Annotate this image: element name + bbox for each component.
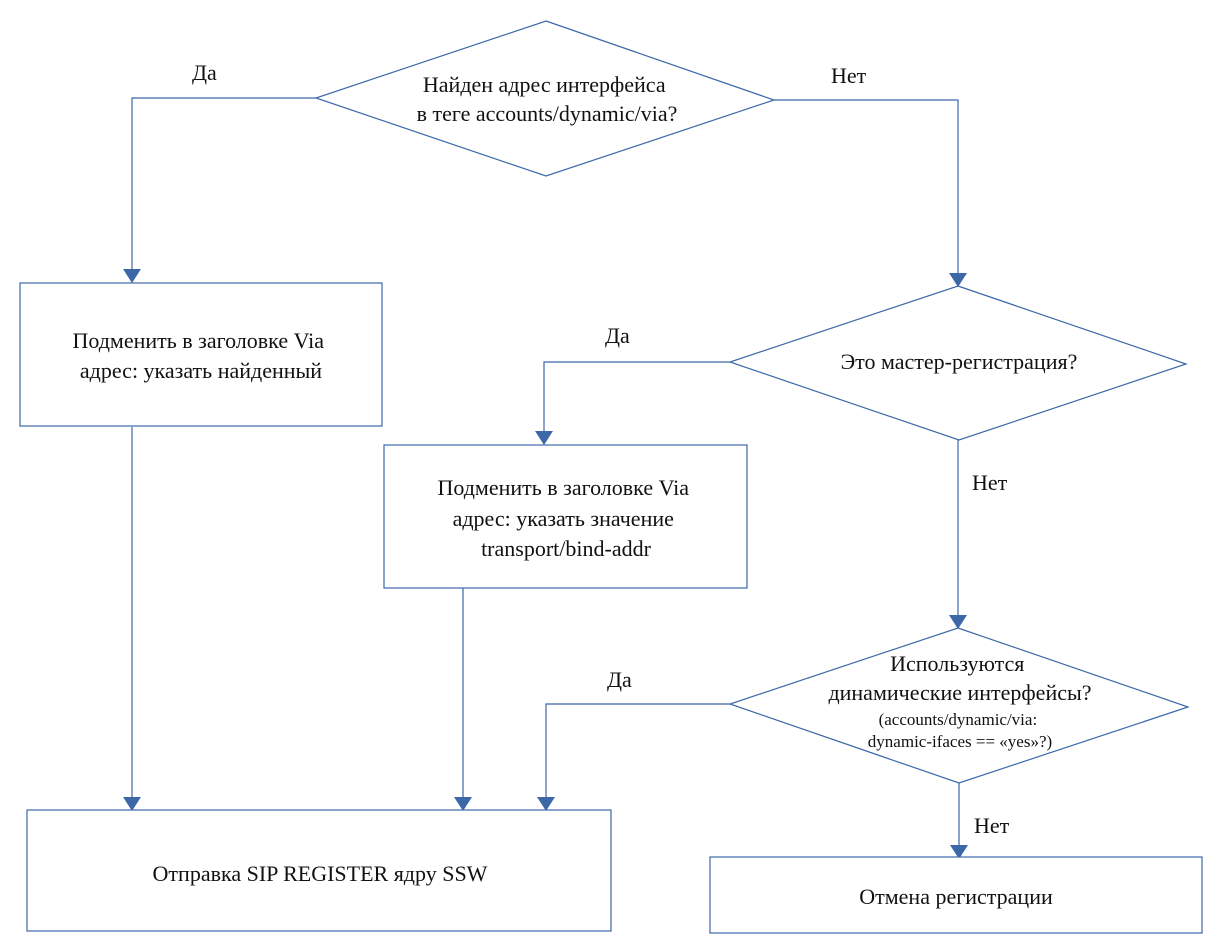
process-p2-line-2: адрес: указать значение	[453, 506, 674, 531]
connector-d2-yes	[543, 361, 730, 434]
arrow-head-icon	[949, 615, 967, 629]
process-p1-line-1: Подменить в заголовке Via	[72, 328, 324, 353]
connector-d1-yes	[131, 97, 316, 272]
process-box	[26, 809, 612, 932]
process-cancel-text: Отмена регистрации	[859, 884, 1053, 909]
decision-d3-subline-2: dynamic-ifaces == «yes»?)	[868, 732, 1052, 751]
decision-d3-subline-1: (accounts/dynamic/via:	[879, 710, 1038, 729]
process-p2-text: Подменить в заголовке Via адрес: указать…	[437, 475, 694, 561]
process-box	[19, 282, 383, 427]
process-p2-line-3: transport/bind-addr	[481, 536, 652, 561]
process-p1-line-2: адрес: указать найденный	[80, 358, 322, 383]
decision-d3-subtext: (accounts/dynamic/via: dynamic-ifaces ==…	[868, 710, 1052, 751]
decision-d1: Найден адрес интерфейса в теге accounts/…	[314, 20, 776, 177]
arrow-head-icon	[949, 273, 967, 287]
decision-d3-text: Используются динамические интерфейсы?	[828, 651, 1091, 705]
edge-label-d3-no: Нет	[974, 813, 1010, 838]
process-cancel-line-1: Отмена регистрации	[859, 884, 1053, 909]
decision-d1-text: Найден адрес интерфейса в теге accounts/…	[417, 72, 678, 126]
arrow-head-icon	[123, 797, 141, 811]
process-box	[383, 444, 748, 589]
process-p2-line-1: Подменить в заголовке Via	[437, 475, 689, 500]
edge-labels: Да Нет Да Нет Да Нет	[192, 60, 1010, 838]
process-send: Отправка SIP REGISTER ядру SSW	[26, 809, 612, 932]
decision-d1-line-2: в теге accounts/dynamic/via?	[417, 101, 678, 126]
decision-d3-line-2: динамические интерфейсы?	[828, 680, 1091, 705]
process-p1-text: Подменить в заголовке Via адрес: указать…	[72, 328, 329, 383]
decision-d2: Это мастер-регистрация?	[728, 285, 1188, 441]
arrow-head-icon	[454, 797, 472, 811]
arrow-head-icon	[535, 431, 553, 445]
process-p1: Подменить в заголовке Via адрес: указать…	[19, 282, 383, 427]
arrow-head-icon	[123, 269, 141, 283]
edge-label-d3-yes: Да	[607, 667, 632, 692]
decision-diamond	[728, 627, 1190, 784]
arrow-head-icon	[537, 797, 555, 811]
decision-d1-line-1: Найден адрес интерфейса	[423, 72, 666, 97]
decision-diamond	[728, 285, 1188, 441]
connectors	[123, 97, 968, 859]
edge-label-d1-yes: Да	[192, 60, 217, 85]
process-cancel: Отмена регистрации	[709, 856, 1203, 934]
process-send-text: Отправка SIP REGISTER ядру SSW	[153, 861, 488, 886]
process-send-line-1: Отправка SIP REGISTER ядру SSW	[153, 861, 488, 886]
arrow-head-icon	[950, 845, 968, 859]
edge-label-d2-yes: Да	[605, 323, 630, 348]
decision-diamond	[314, 20, 776, 177]
connector-d3-yes	[545, 703, 732, 800]
process-p2: Подменить в заголовке Via адрес: указать…	[383, 444, 748, 589]
decision-d3: Используются динамические интерфейсы? (a…	[728, 627, 1190, 784]
connector-d1-no	[774, 99, 959, 276]
edge-label-d2-no: Нет	[972, 470, 1008, 495]
decision-d2-line-1: Это мастер-регистрация?	[841, 349, 1078, 374]
decision-d2-text: Это мастер-регистрация?	[841, 349, 1078, 374]
decision-d3-line-1: Используются	[890, 651, 1024, 676]
process-box	[709, 856, 1203, 934]
edge-label-d1-no: Нет	[831, 63, 867, 88]
